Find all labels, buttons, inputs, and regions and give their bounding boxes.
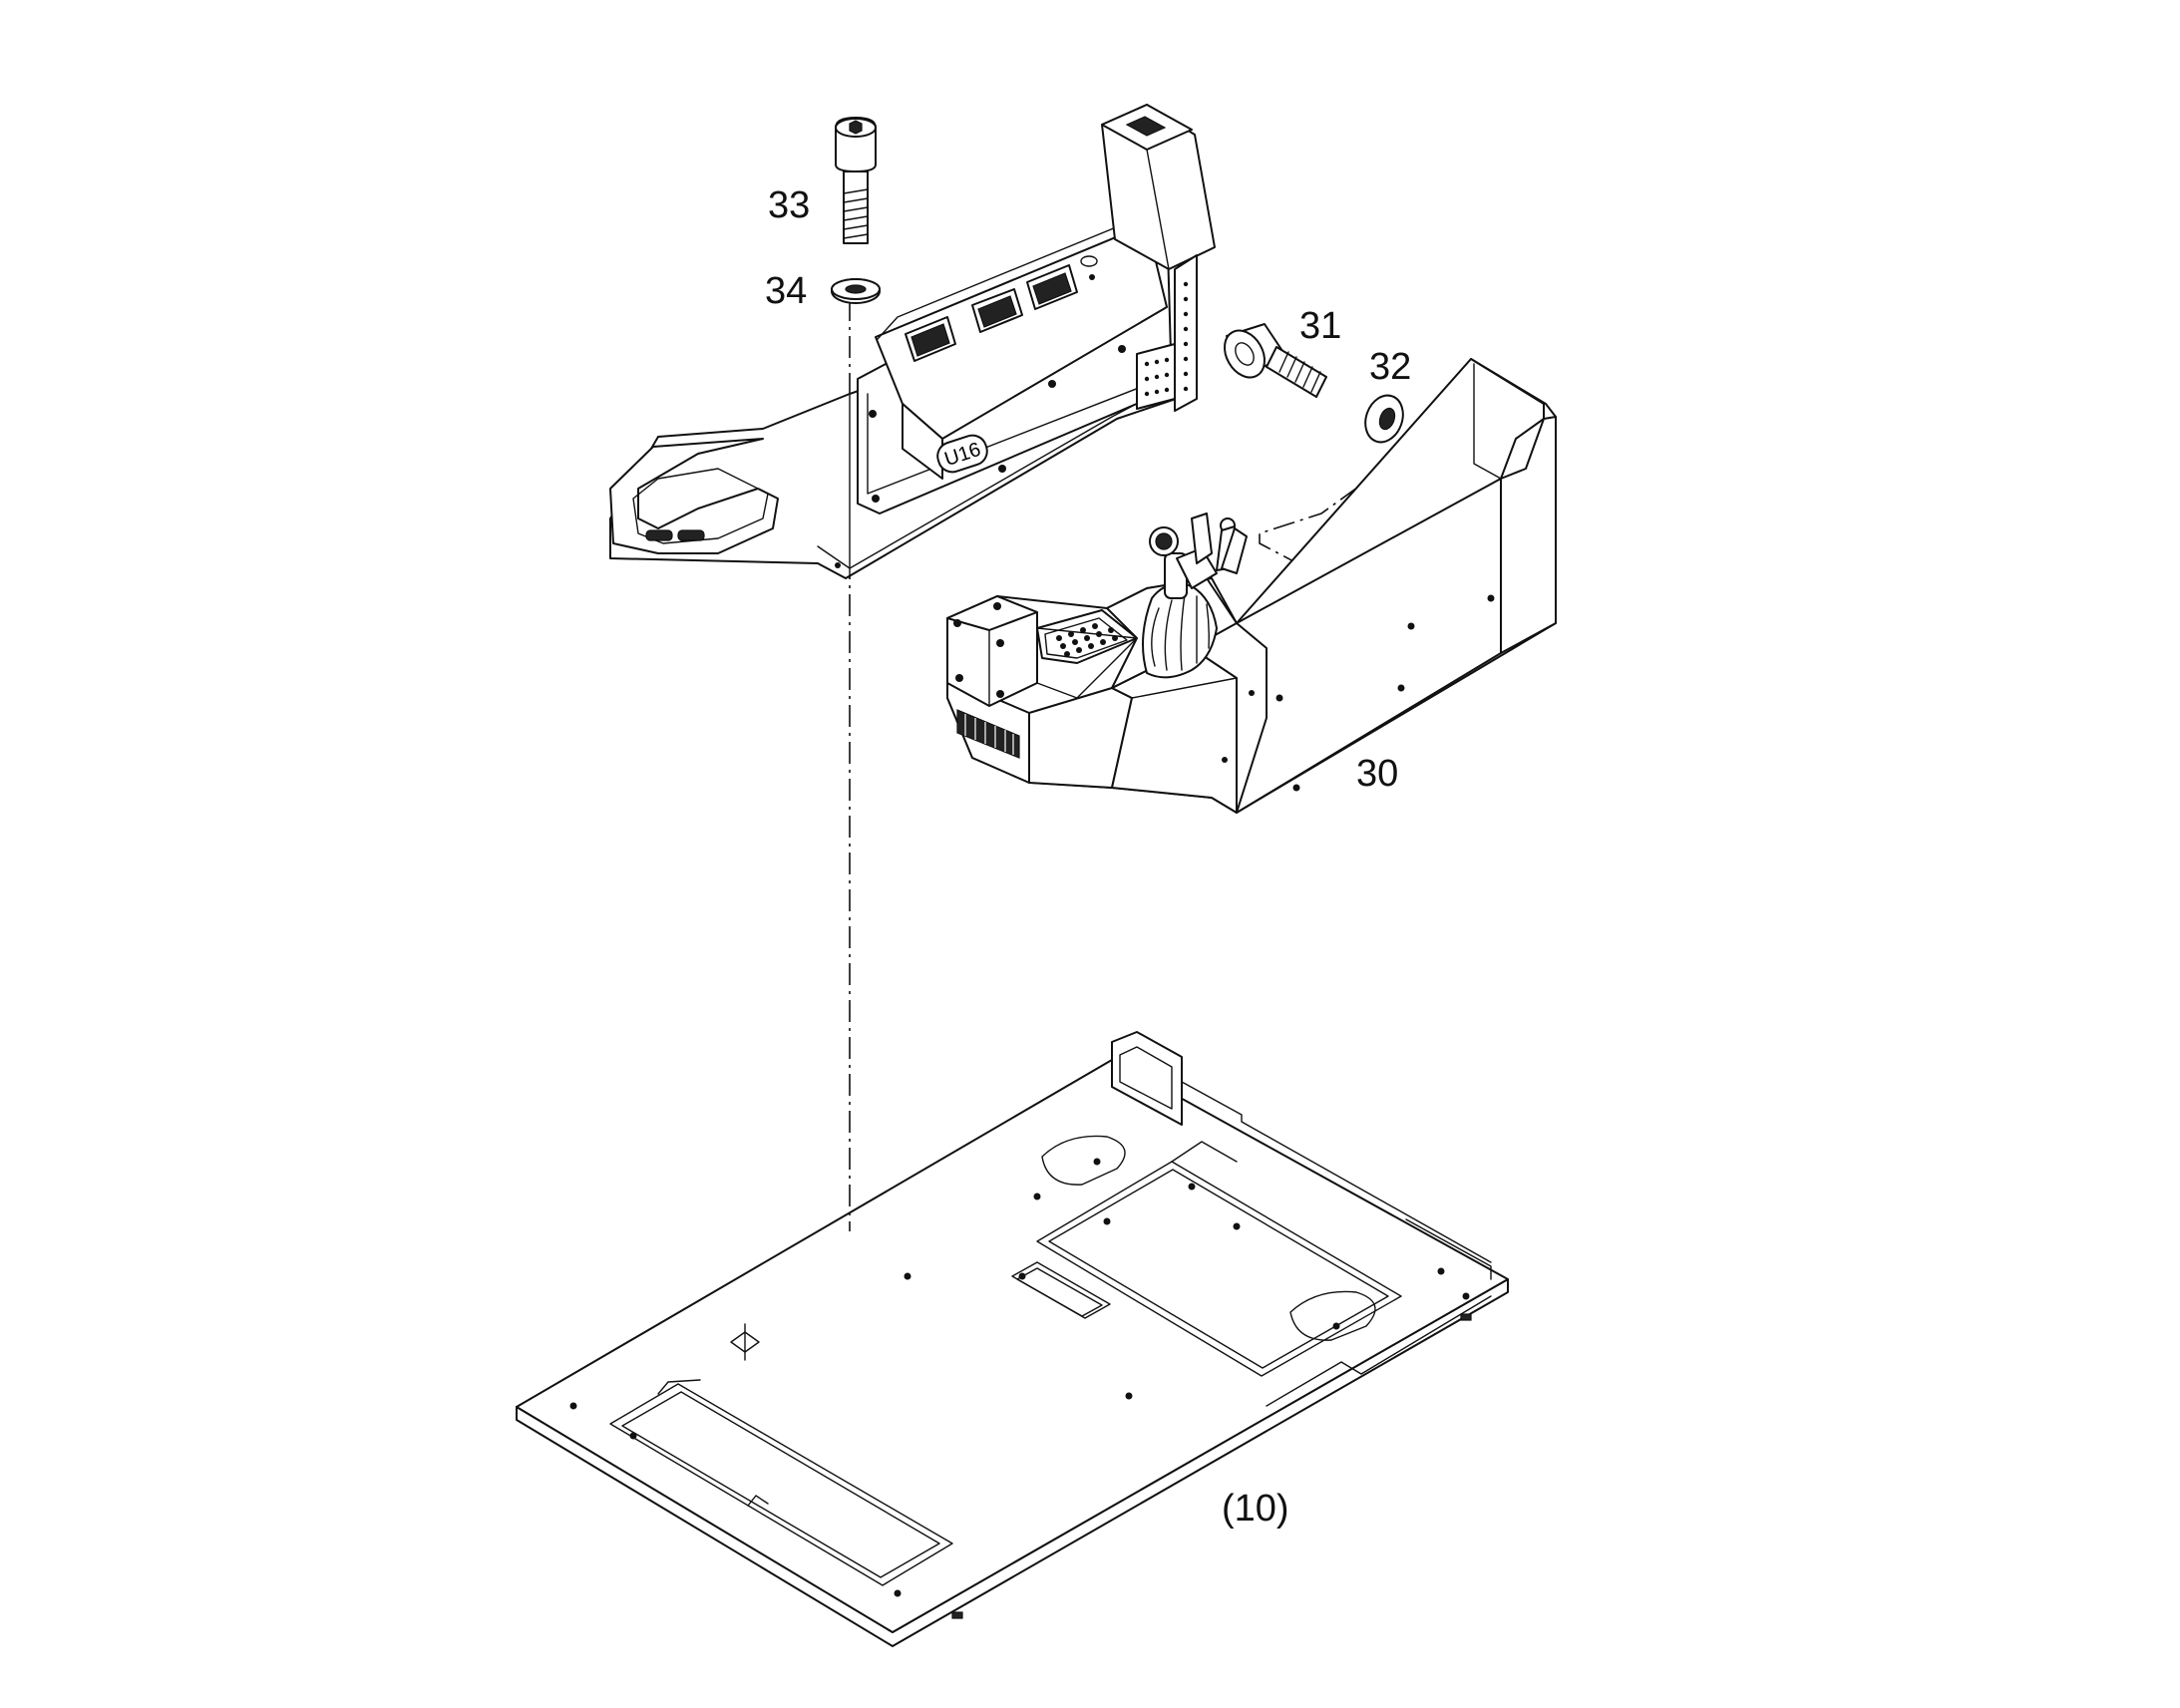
callout-31: 31 (1299, 305, 1341, 347)
washer-32 (1364, 394, 1404, 444)
cap-screw-33 (835, 117, 877, 244)
left-console-panel: U16 (609, 104, 1216, 579)
right-control-console (946, 358, 1557, 814)
callout-10: (10) (1222, 1488, 1289, 1530)
callout-32: 32 (1369, 346, 1411, 388)
callout-labels: 33 34 31 32 30 (10) (765, 184, 1411, 1530)
washer-34 (831, 278, 881, 304)
callout-30: 30 (1356, 753, 1398, 795)
callout-33: 33 (768, 184, 810, 226)
callout-34: 34 (765, 270, 807, 312)
cap-screw-31 (1224, 323, 1327, 398)
floor-plate (516, 1031, 1509, 1647)
